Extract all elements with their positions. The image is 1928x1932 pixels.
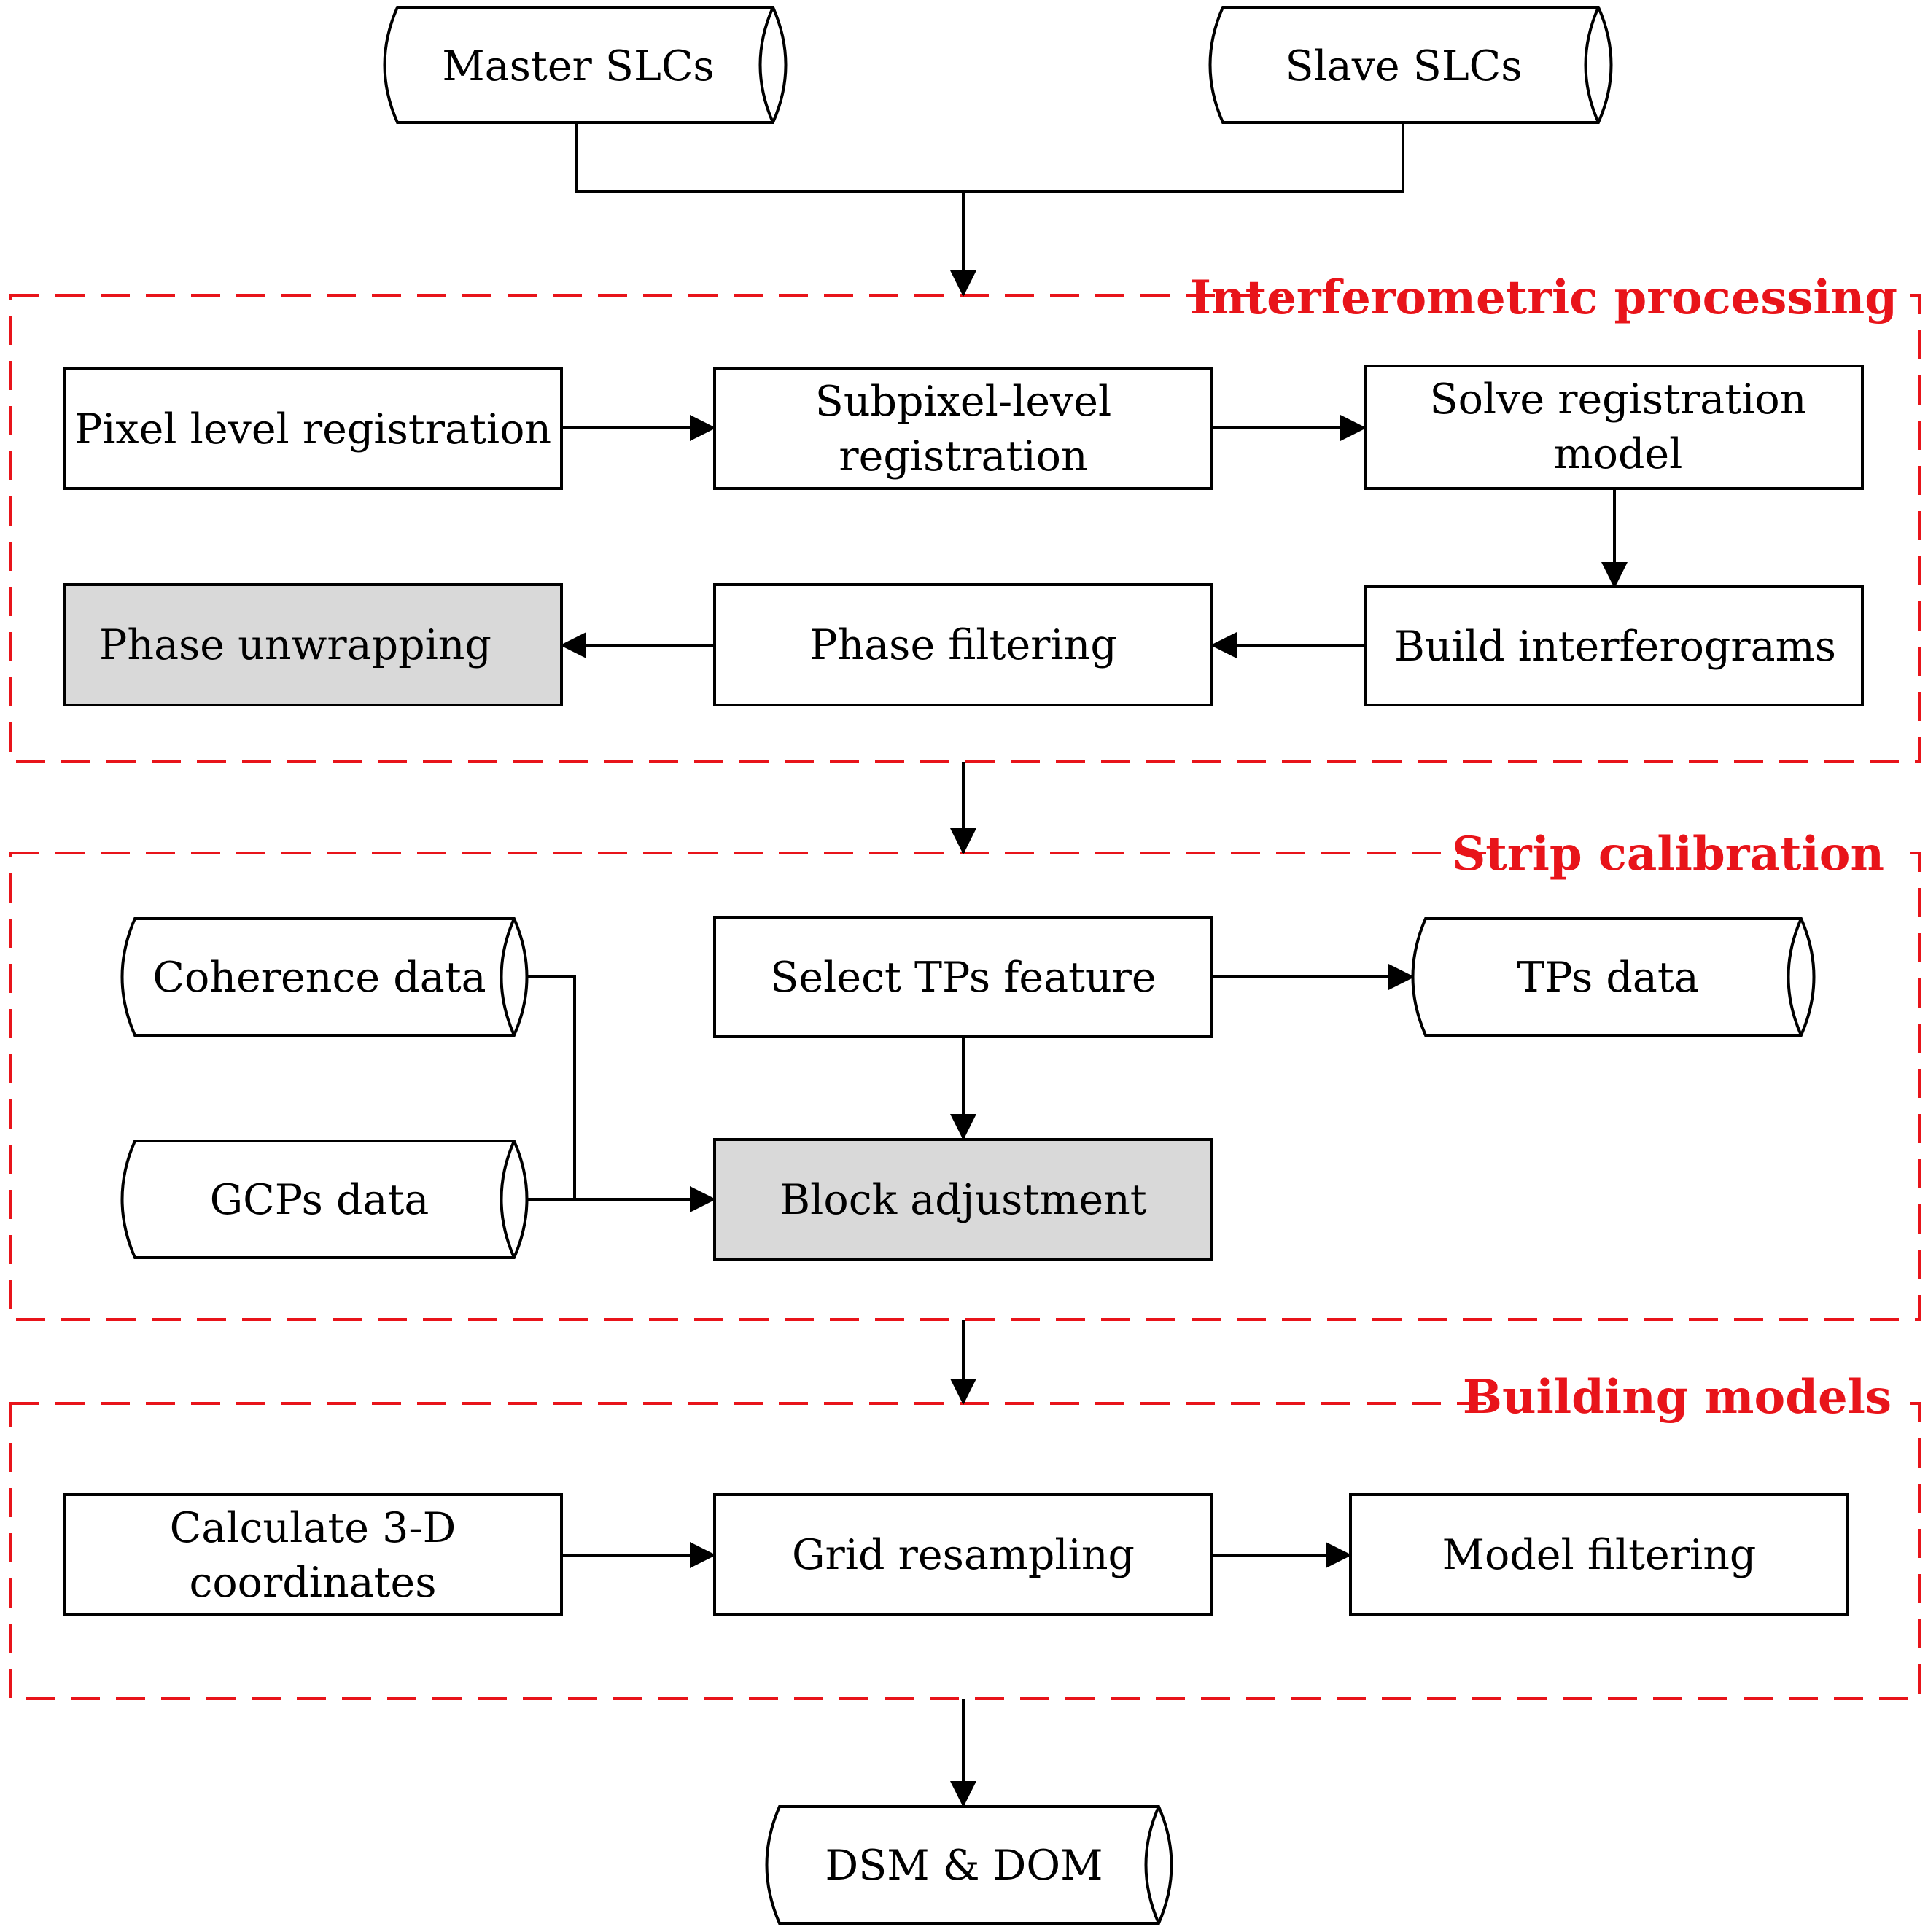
node-label-line-2: model (1554, 430, 1683, 478)
node-pixel-level-registration: Pixel level registration (63, 367, 563, 490)
node-label-line-1: Solve registration (1430, 375, 1807, 424)
node-calculate-3d-coordinates: Calculate 3-D coordinates (63, 1493, 563, 1616)
node-label: Phase filtering (809, 621, 1117, 669)
node-model-filtering: Model filtering (1349, 1493, 1849, 1616)
node-label: Grid resampling (792, 1531, 1135, 1579)
node-block-adjustment: Block adjustment (713, 1138, 1213, 1261)
group-strip-calibration: Strip calibration (9, 820, 1921, 1321)
node-subpixel-level-registration: Subpixel-level registration (713, 367, 1213, 490)
edge-coherence-merge (526, 975, 576, 1199)
node-dsm-dom: DSM & DOM (765, 1805, 1173, 1925)
node-label: TPs data (1517, 954, 1699, 1002)
node-slave-slcs: Slave SLCs (1208, 6, 1613, 124)
node-grid-resampling: Grid resampling (713, 1493, 1213, 1616)
group-interferometric-processing: Interferometric processing (9, 262, 1921, 763)
node-phase-filtering: Phase filtering (713, 583, 1213, 706)
node-label: Build interferograms (1394, 623, 1836, 671)
group-title: Interferometric processing (1189, 270, 1897, 325)
node-label: Select TPs feature (770, 954, 1156, 1002)
node-phase-unwrapping: Phase unwrapping (63, 583, 563, 706)
edge-master-merge (575, 122, 1404, 193)
node-label-line-1: Subpixel-level (815, 378, 1111, 426)
node-label: Coherence data (152, 954, 486, 1002)
group-building-models: Building models (9, 1370, 1921, 1700)
node-master-slcs: Master SLCs (383, 6, 788, 124)
node-label-line-2: coordinates (189, 1559, 436, 1607)
node-solve-registration-model: Solve registration model (1364, 365, 1864, 490)
node-coherence-data: Coherence data (120, 917, 529, 1037)
node-label: Phase unwrapping (99, 621, 491, 669)
node-label: Model filtering (1442, 1531, 1757, 1579)
group-title: Strip calibration (1452, 827, 1884, 881)
edges (526, 122, 1628, 1807)
node-label-line-2: registration (839, 432, 1087, 480)
node-label: DSM & DOM (825, 1842, 1103, 1890)
node-label: GCPs data (210, 1176, 429, 1224)
node-gcps-data: GCPs data (120, 1140, 529, 1259)
node-build-interferograms: Build interferograms (1364, 585, 1864, 706)
node-label: Master SLCs (442, 42, 714, 90)
group-title: Building models (1463, 1370, 1892, 1425)
node-select-tps-feature: Select TPs feature (713, 916, 1213, 1038)
node-label-line-1: Calculate 3-D (170, 1504, 456, 1552)
node-label: Slave SLCs (1285, 42, 1522, 90)
node-label: Block adjustment (780, 1176, 1147, 1224)
node-tps-data: TPs data (1411, 917, 1816, 1037)
node-label: Pixel level registration (74, 405, 551, 453)
